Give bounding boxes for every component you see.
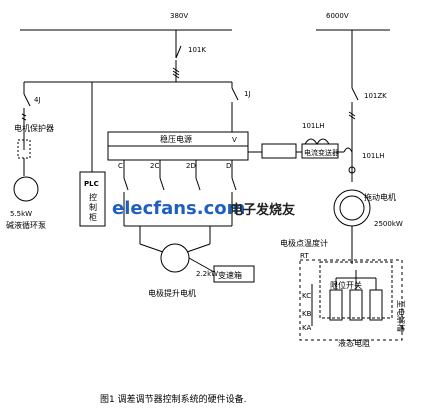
electrode-1 xyxy=(329,289,343,321)
current-transmitter-left xyxy=(261,143,297,159)
label-kb: KB xyxy=(302,310,312,318)
label-current-transmitter: 电流变送器 xyxy=(304,148,339,157)
label-drag-power: 2500kW xyxy=(374,220,403,228)
label-terminal-v: V xyxy=(232,136,237,144)
label-side: 至电解槽 xyxy=(396,300,406,332)
label-101lh-right: 101LH xyxy=(362,152,385,160)
watermark-cn: 电子发烧友 xyxy=(230,202,295,218)
label-terminal-2d: 2D xyxy=(186,162,196,170)
ct-101lh-right-coil xyxy=(343,147,353,153)
plc-sub-3: 柜 xyxy=(89,212,97,222)
label-motor-protector: 电机保护器 xyxy=(14,123,54,133)
label-pump-name: 碱液循环泵 xyxy=(6,220,46,230)
switch-1j xyxy=(231,87,239,101)
electrode-2 xyxy=(349,289,363,321)
label-terminal-d: D xyxy=(226,162,231,170)
label-ka: KA xyxy=(302,324,311,332)
label-stabilized-power: 稳压电源 xyxy=(160,134,192,144)
plc-sub-1: 控 xyxy=(89,192,97,202)
watermark-site: elecfans.com xyxy=(112,198,245,219)
label-6000v: 6000V xyxy=(326,12,349,20)
breaker-101k xyxy=(175,45,182,59)
plc-cabinet xyxy=(79,171,106,227)
label-4j: 4J xyxy=(34,96,41,104)
electrode-3 xyxy=(369,289,383,321)
label-liquid-resistor: 液态电阻 xyxy=(338,338,370,348)
lift-motor xyxy=(160,243,190,273)
current-transmitter xyxy=(301,143,339,159)
label-gearbox: 变速箱 xyxy=(218,270,242,280)
label-rt: RT xyxy=(300,252,309,260)
label-380v: 380V xyxy=(170,12,188,20)
label-101k: 101K xyxy=(188,46,206,54)
label-kc: KC xyxy=(302,292,311,300)
label-terminal-2c: 2C xyxy=(150,162,159,170)
label-101zk: 101ZK xyxy=(364,92,387,100)
caption: 图1 调差调节器控制系统的硬件设备. xyxy=(100,393,246,405)
label-lift-motor-power: 2.2kW xyxy=(196,270,218,278)
plc-sub-2: 制 xyxy=(89,202,97,212)
label-1j: 1J xyxy=(244,90,251,98)
resistor-enclosure xyxy=(299,259,403,341)
label-thermal-resistor: 电极点温度计 xyxy=(280,238,328,248)
plc-title: PLC xyxy=(84,180,99,188)
pump-motor xyxy=(13,176,39,202)
label-drag-motor: 拖动电机 xyxy=(364,192,396,202)
breaker-101zk xyxy=(351,87,359,101)
label-101lh-top: 101LH xyxy=(302,122,325,130)
label-lift-motor: 电极提升电机 xyxy=(148,288,196,298)
label-pump-power: 5.5kW xyxy=(10,210,32,218)
switch-4j xyxy=(23,93,31,107)
label-limit-switch: 限位开关 xyxy=(330,280,362,290)
ct-101lh-top-coil xyxy=(304,138,330,145)
gearbox-box xyxy=(213,265,255,283)
liquid-resistor-box xyxy=(319,261,393,319)
label-terminal-c: C xyxy=(118,162,123,170)
